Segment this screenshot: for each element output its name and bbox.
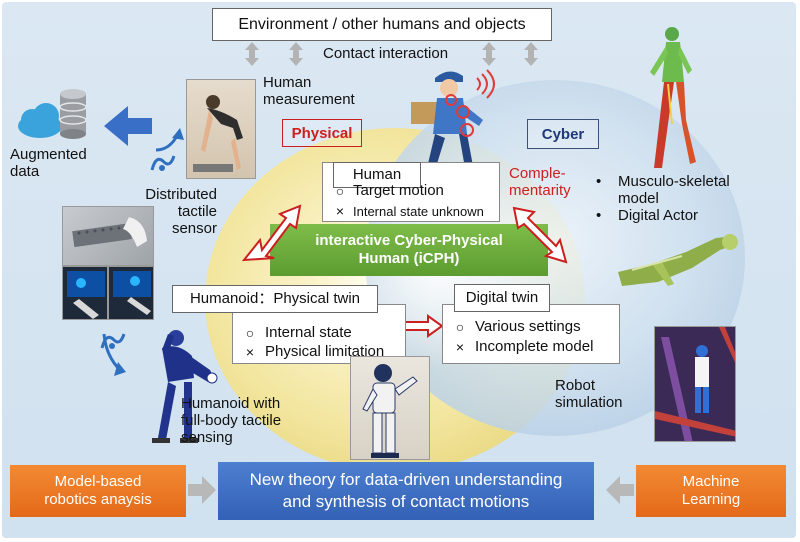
humanoid-bad-text: Physical limitation	[265, 343, 385, 360]
digital-good-row: ○ Various settings	[455, 318, 581, 335]
human-measurement-photo	[186, 79, 256, 179]
human-bad-row: × Internal state unknown	[331, 203, 484, 220]
digital-good-text: Various settings	[475, 318, 581, 335]
humanoid-fullbody-figure	[122, 326, 222, 446]
model-to-theory-arrow	[188, 476, 216, 504]
cyber-items: •Musculo-skeletal model •Digital Actor	[596, 173, 730, 224]
digital-bad-row: × Incomplete model	[455, 338, 594, 355]
icph-line-1: interactive Cyber-Physical	[315, 232, 503, 249]
humanoid-box-title: Humanoid：Physical twin	[189, 289, 361, 307]
human-box-title: Human	[352, 165, 402, 183]
digital-bad-text: Incomplete model	[475, 338, 594, 355]
good-marker: ○	[335, 182, 345, 199]
complementarity-label: Comple-mentarity	[509, 165, 571, 199]
humanoid-box-title-frame: Humanoid：Physical twin	[172, 285, 378, 313]
human-good-text: Target motion	[353, 182, 444, 199]
worker-illustration	[405, 64, 497, 176]
model-based-box: Model-based robotics anaysis	[10, 465, 186, 517]
human-good-row: ○ Target motion	[331, 182, 444, 200]
contact-arrow-1	[245, 42, 259, 66]
human-bad-text: Internal state unknown	[353, 203, 484, 219]
human-box: Human ○ Target motion × Internal state u…	[322, 162, 500, 222]
cyber-item-model: model	[618, 189, 659, 207]
digital-twin-title: Digital twin	[465, 288, 539, 306]
human-humanoid-arrow	[241, 204, 302, 262]
human-digital-arrow	[512, 206, 568, 264]
tactile-screen-photo-right	[108, 266, 154, 320]
icph-banner: interactive Cyber-Physical Human (iCPH)	[270, 224, 548, 276]
cyber-item-digital-actor: •Digital Actor	[596, 206, 699, 224]
environment-label: Environment / other humans and objects	[238, 15, 526, 33]
augmented-data-icon	[12, 86, 92, 142]
machine-learning-box: Machine Learning	[636, 465, 786, 517]
humanoid-good-text: Internal state	[265, 324, 352, 341]
humanoid-robot-photo	[350, 356, 430, 460]
digital-actor-figure	[612, 228, 742, 296]
cyber-label: Cyber	[541, 125, 585, 143]
tactile-screen-photo-left	[62, 266, 108, 320]
environment-box: Environment / other humans and objects	[212, 8, 552, 41]
contact-arrow-2	[289, 42, 303, 66]
tactile-sensor-photo	[62, 206, 154, 266]
digital-twin-box: ○ Various settings × Incomplete model	[442, 304, 620, 364]
humanoid-tactile-icon	[98, 328, 128, 354]
contact-arrow-4	[524, 42, 538, 66]
contact-arrow-3	[482, 42, 496, 66]
physical-tag: Physical	[282, 119, 362, 147]
musculoskeletal-figure	[640, 24, 700, 172]
new-theory-box: New theory for data-driven understanding…	[218, 462, 594, 520]
humanoid-good-row: ○ Internal state	[245, 324, 352, 341]
physical-label: Physical	[291, 124, 353, 142]
ml-to-theory-arrow	[606, 476, 634, 504]
tactile-sensor-icon	[148, 150, 178, 176]
icph-line-2: Human (iCPH)	[358, 250, 460, 267]
robot-simulation-image	[654, 326, 736, 442]
contact-interaction-label: Contact interaction	[323, 45, 449, 62]
cyber-item-musculo: •Musculo-skeletal	[596, 173, 730, 190]
humanoid-bad-row: × Physical limitation	[245, 343, 385, 360]
digital-twin-title-frame: Digital twin	[454, 284, 550, 312]
human-box-title-frame: Human	[333, 162, 421, 188]
bad-marker: ×	[335, 203, 345, 219]
cyber-tag: Cyber	[527, 119, 599, 149]
